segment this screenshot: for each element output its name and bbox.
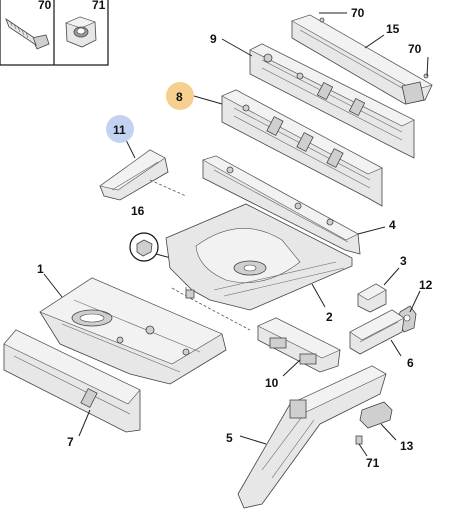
part-7-sill	[3, 329, 141, 433]
callout-15: 15	[386, 22, 400, 36]
callout-13: 13	[400, 439, 414, 453]
callout-70-right: 70	[408, 42, 422, 56]
callout-5: 5	[226, 431, 233, 445]
part-6-rail	[349, 309, 405, 355]
callout-10: 10	[265, 376, 279, 390]
part-1-floor	[39, 277, 227, 385]
callout-3: 3	[400, 254, 407, 268]
callout-8-highlight	[166, 82, 194, 110]
nut-icon	[65, 16, 97, 48]
callout-1: 1	[37, 262, 44, 276]
part-11-bracket	[99, 149, 169, 201]
callout-11-highlight	[106, 115, 134, 143]
part-4-panel	[202, 155, 361, 255]
part-9-panel	[249, 43, 415, 159]
callout-71-bottom: 71	[366, 456, 380, 470]
callout-7: 7	[67, 435, 74, 449]
part-16-plug	[129, 232, 187, 263]
callout-12: 12	[419, 278, 433, 292]
bolt-icon	[5, 17, 50, 50]
callout-11: 11	[113, 123, 126, 137]
fastener-inset: 70 71	[0, 0, 109, 66]
part-15-beam	[291, 14, 433, 105]
part-2-floor	[165, 203, 353, 311]
callout-labels: 70 15 9 70 8 11 16 4 1 3 12 2 6 10 7 5 1…	[37, 6, 433, 470]
part-5-member	[237, 365, 387, 509]
callout-8: 8	[176, 90, 183, 104]
leader-lines	[43, 12, 429, 457]
inset-label-right: 71	[92, 0, 106, 12]
callout-4: 4	[389, 218, 396, 232]
part-8-panel	[221, 89, 383, 207]
callout-6: 6	[407, 356, 414, 370]
callout-9: 9	[210, 32, 217, 46]
inset-label-left: 70	[38, 0, 52, 12]
callout-16: 16	[131, 204, 145, 218]
fastener-71	[355, 435, 363, 445]
callout-70-top: 70	[351, 6, 365, 20]
part-13-bracket	[355, 401, 393, 445]
part-10-crossmember	[257, 317, 341, 373]
part-3-bracket	[357, 283, 387, 313]
callout-2: 2	[326, 310, 333, 324]
